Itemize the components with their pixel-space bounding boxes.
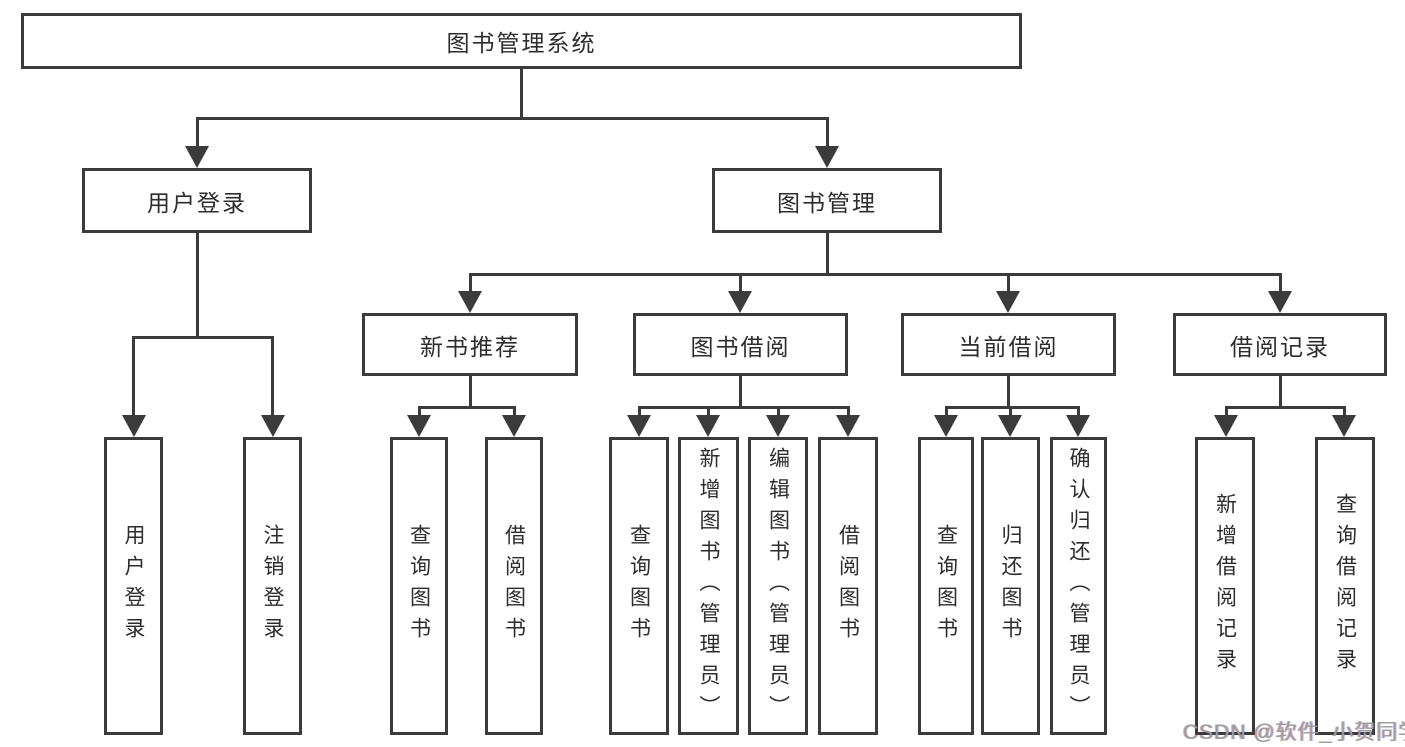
connector-new-book-stem — [469, 376, 472, 406]
connector-current-borrow-branch — [945, 406, 1079, 409]
connector-user-login-shaft — [196, 117, 199, 149]
connector-current-borrow-stem — [1007, 376, 1010, 406]
connector-book-borrow-stem — [739, 376, 742, 406]
connector-borrow-records-shaft — [1279, 273, 1282, 293]
arrowhead-book-borrow — [728, 291, 752, 313]
connector-book-borrow-branch — [638, 406, 850, 409]
leaf-label: 确认归还（管理员） — [1067, 446, 1090, 726]
connector-borrow-records-stem — [1279, 376, 1282, 406]
connector-leaf-logout-shaft — [271, 336, 274, 418]
leaf-label: 编辑图书（管理员） — [766, 446, 790, 726]
node-leaf-logout: 注销登录 — [243, 437, 302, 735]
leaf-label: 注销登录 — [261, 524, 284, 648]
connector-leaf-shaft — [513, 406, 516, 418]
arrowhead-leaf-edit-book — [766, 415, 790, 437]
arrowhead-leaf-query-book-3 — [934, 415, 958, 437]
connector-leaf-login-shaft — [132, 336, 135, 418]
connector-leaf-shaft — [945, 406, 948, 418]
arrowhead-leaf-query-record — [1332, 415, 1356, 437]
arrowhead-current-borrow — [996, 291, 1020, 313]
node-root: 图书管理系统 — [21, 13, 1022, 69]
connector-leaf-shaft — [1225, 406, 1228, 418]
connector-leaf-shaft — [777, 406, 780, 418]
leaf-label: 借阅图书 — [502, 524, 526, 648]
connector-level3-branch — [469, 273, 1282, 276]
node-leaf-add-borrow-record: 新增借阅记录 — [1195, 437, 1255, 735]
node-leaf-add-book-admin: 新增图书（管理员） — [678, 437, 739, 735]
arrowhead-leaf-confirm-return — [1066, 415, 1090, 437]
node-leaf-query-borrow-record: 查询借阅记录 — [1315, 437, 1375, 735]
node-user-login: 用户登录 — [82, 168, 312, 233]
arrowhead-new-book — [458, 291, 482, 313]
connector-book-management-stem — [826, 233, 829, 273]
connector-leaf-shaft — [638, 406, 641, 418]
leaf-label: 用户登录 — [122, 524, 145, 648]
node-leaf-confirm-return-admin: 确认归还（管理员） — [1050, 437, 1107, 735]
connector-new-book-branch — [418, 406, 516, 409]
arrowhead-leaf-logout — [261, 415, 285, 437]
connector-leaf-shaft — [707, 406, 710, 418]
connector-leaf-shaft — [847, 406, 850, 418]
connector-root-stem — [520, 69, 523, 117]
leaf-label: 归还图书 — [999, 524, 1022, 648]
csdn-watermark: CSDN @软件_小贺同学 — [1183, 721, 1405, 744]
leaf-label: 新增图书（管理员） — [697, 446, 720, 726]
node-current-borrow: 当前借阅 — [901, 313, 1116, 376]
connector-user-login-branch — [132, 336, 274, 339]
arrowhead-leaf-login — [122, 415, 146, 437]
connector-leaf-shaft — [1009, 406, 1012, 418]
connector-user-login-stem — [196, 233, 199, 336]
connector-book-borrow-shaft — [739, 273, 742, 293]
connector-leaf-shaft — [418, 406, 421, 418]
arrowhead-leaf-return-book — [998, 415, 1022, 437]
arrowhead-borrow-records — [1268, 291, 1292, 313]
leaf-label: 查询图书 — [407, 524, 431, 648]
arrowhead-leaf-add-record — [1214, 415, 1238, 437]
connector-new-book-shaft — [469, 273, 472, 293]
node-book-borrow: 图书借阅 — [633, 313, 848, 376]
connector-leaf-shaft — [1077, 406, 1080, 418]
connector-borrow-records-branch — [1225, 406, 1345, 409]
node-leaf-borrow-book-2: 借阅图书 — [818, 437, 878, 735]
leaf-label: 查询图书 — [934, 524, 958, 648]
leaf-label: 新增借阅记录 — [1213, 493, 1237, 679]
arrowhead-leaf-borrow-book-1 — [502, 415, 526, 437]
connector-book-management-shaft — [826, 117, 829, 149]
node-leaf-query-book-3: 查询图书 — [918, 437, 974, 735]
leaf-label: 查询借阅记录 — [1333, 493, 1357, 679]
leaf-label: 查询图书 — [627, 524, 651, 648]
node-book-management: 图书管理 — [712, 168, 942, 233]
node-leaf-edit-book-admin: 编辑图书（管理员） — [748, 437, 808, 735]
arrowhead-leaf-query-book-2 — [627, 415, 651, 437]
node-leaf-query-book-2: 查询图书 — [609, 437, 669, 735]
arrowhead-user-login — [185, 146, 209, 168]
connector-leaf-shaft — [1343, 406, 1346, 418]
connector-level2-branch — [196, 117, 829, 120]
node-new-book-recommend: 新书推荐 — [362, 313, 578, 376]
node-leaf-query-book-1: 查询图书 — [390, 437, 448, 735]
node-borrow-records: 借阅记录 — [1173, 313, 1387, 376]
node-leaf-borrow-book-1: 借阅图书 — [485, 437, 543, 735]
arrowhead-leaf-borrow-book-2 — [836, 415, 860, 437]
arrowhead-book-management — [815, 146, 839, 168]
node-leaf-user-login: 用户登录 — [104, 437, 163, 735]
connector-current-borrow-shaft — [1007, 273, 1010, 293]
arrowhead-leaf-add-book — [696, 415, 720, 437]
leaf-label: 借阅图书 — [836, 524, 860, 648]
node-leaf-return-book: 归还图书 — [981, 437, 1040, 735]
arrowhead-leaf-query-book-1 — [407, 415, 431, 437]
